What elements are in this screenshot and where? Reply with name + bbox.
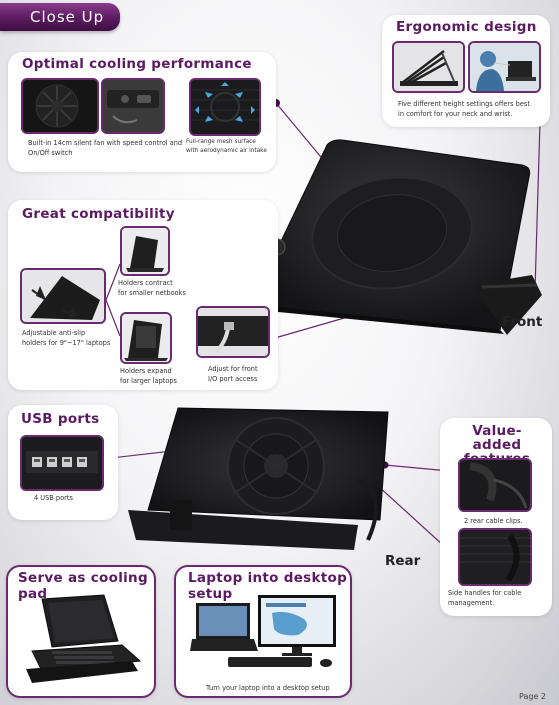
ergonomic-title: Ergonomic design — [396, 19, 537, 35]
usb-ports-image — [20, 435, 104, 491]
user-at-desk-image — [468, 41, 541, 93]
value-added-title-line1: Value-added — [472, 423, 522, 454]
value-added-card: Value-added features 2 rear cable clips.… — [440, 418, 552, 616]
contract-caption-line2: for smaller netbooks — [118, 289, 186, 298]
desktop-setup-image — [190, 595, 336, 667]
front-io-caption-line1: Adjust for front — [208, 365, 258, 373]
switch-closeup-image — [101, 78, 165, 134]
mesh-caption-line1: Full-range mesh surface — [186, 139, 256, 145]
usb-card: USB ports 4 USB ports — [8, 405, 118, 520]
cooling-pad-card: Serve as cooling pad — [6, 565, 156, 698]
side-handles-image — [458, 528, 532, 586]
usb-title: USB ports — [21, 411, 100, 427]
expand-caption: Holders expand for larger laptops — [120, 366, 220, 386]
cooling-card: Optimal cooling performance — [8, 52, 276, 172]
desktop-setup-card: Laptop into desktop setup Turn your lapt… — [174, 565, 352, 698]
fan-caption: Built-in 14cm silent fan with speed cont… — [28, 139, 183, 158]
compatibility-title: Great compatibility — [22, 206, 175, 222]
height-settings-image — [392, 41, 465, 93]
antislip-holders-image — [20, 268, 106, 324]
clips-caption: 2 rear cable clips. — [464, 517, 523, 525]
ergonomic-caption-line2: in comfort for your neck and wrist. — [398, 110, 513, 119]
desktop-setup-title: Laptop into desktop setup — [188, 570, 348, 602]
contract-caption: Holders contract for smaller netbooks — [118, 278, 218, 298]
handles-caption-line1: Side handles for cable — [448, 589, 522, 597]
compatibility-card: Great compatibility Adjustable anti-slip… — [8, 200, 278, 390]
cooler-front-image — [259, 139, 542, 335]
cooling-title: Optimal cooling performance — [22, 56, 252, 72]
holders-contract-image — [120, 226, 170, 276]
handles-caption: Side handles for cable management. — [448, 588, 552, 608]
ergonomic-card: Ergonomic design Five different height s… — [382, 15, 550, 127]
front-io-caption: Adjust for front I/O port access — [208, 364, 278, 384]
rear-label: Rear — [385, 553, 421, 569]
laptop-on-pad-image — [26, 594, 142, 683]
holders-expand-image — [120, 312, 172, 364]
cable-clips-image — [458, 458, 532, 512]
cooler-rear-image — [128, 407, 389, 550]
close-up-banner: Close Up — [0, 3, 120, 31]
antislip-caption: Adjustable anti-slip holders for 9"~17" … — [22, 328, 132, 348]
ergonomic-caption-line1: Five different height settings offers be… — [398, 100, 530, 108]
antislip-caption-line2: holders for 9"~17" laptops — [22, 339, 111, 348]
expand-caption-line1: Holders expand — [120, 367, 172, 375]
ergonomic-caption: Five different height settings offers be… — [398, 99, 548, 119]
antislip-caption-line1: Adjustable anti-slip — [22, 329, 86, 337]
contract-caption-line1: Holders contract — [118, 279, 173, 287]
desktop-setup-caption: Turn your laptop into a desktop setup — [206, 684, 330, 692]
mesh-surface-image — [189, 78, 261, 136]
mesh-caption: Full-range mesh surface with aerodynamic… — [186, 138, 276, 157]
holder-bracket — [105, 263, 121, 337]
front-io-image — [196, 306, 270, 358]
expand-caption-line2: for larger laptops — [120, 377, 177, 386]
usb-caption: 4 USB ports — [34, 494, 73, 502]
front-label: Front — [502, 314, 543, 330]
handles-caption-line2: management. — [448, 599, 495, 608]
fan-closeup-image — [21, 78, 99, 134]
page-number: Page 2 — [519, 692, 546, 701]
cooling-pad-title: Serve as cooling pad — [18, 570, 148, 602]
mesh-caption-line2: with aerodynamic air intake — [186, 148, 267, 155]
front-io-caption-line2: I/O port access — [208, 375, 258, 384]
